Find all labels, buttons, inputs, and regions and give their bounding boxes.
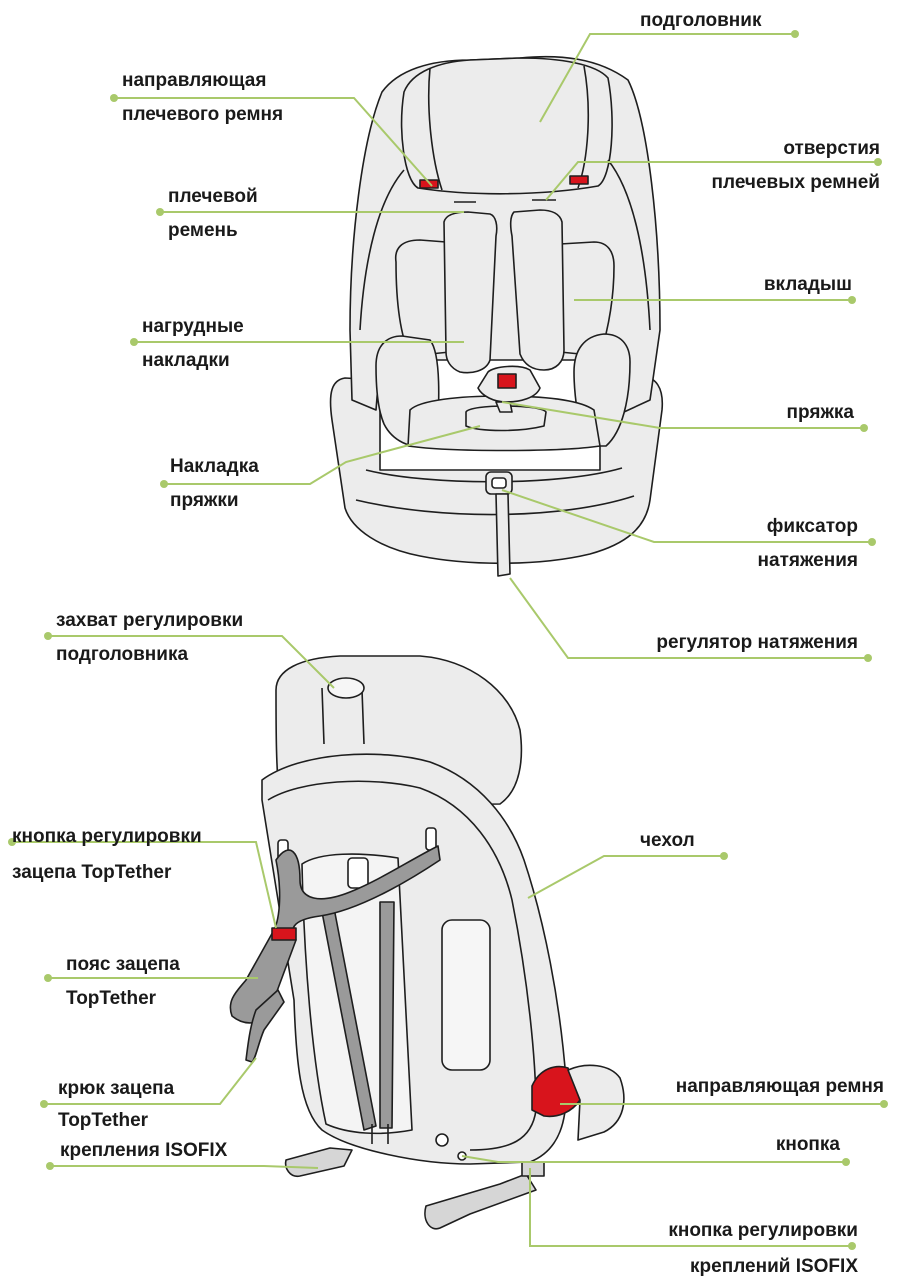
harness-strap-right xyxy=(380,902,394,1128)
label-shoulder-holes-line2: плечевых ремней xyxy=(712,172,880,194)
label-tension-lock-line1: фиксатор xyxy=(767,516,858,538)
label-headrest-grip-line1: захват регулировки xyxy=(56,610,243,632)
front-view-seat xyxy=(331,57,663,576)
label-shoulder-belt-line2: ремень xyxy=(168,220,238,242)
label-tension-lock-line2: натяжения xyxy=(758,550,858,572)
label-toptether-belt-line1: пояс зацепа xyxy=(66,954,180,976)
label-toptether-hook-line2: TopTether xyxy=(58,1110,148,1132)
label-headrest: подголовник xyxy=(640,10,761,32)
label-isofix-button-line1: кнопка регулировки xyxy=(668,1220,858,1242)
label-cover: чехол xyxy=(640,830,695,852)
isofix-left xyxy=(286,1148,352,1176)
label-buckle-pad-line2: пряжки xyxy=(170,490,239,512)
label-chest-pads-line1: нагрудные xyxy=(142,316,244,338)
label-isofix: крепления ISOFIX xyxy=(60,1140,227,1162)
label-toptether-hook-line1: крюк зацепа xyxy=(58,1078,174,1100)
label-shoulder-holes-line1: отверстия xyxy=(783,138,880,160)
tension-strap xyxy=(496,494,510,576)
leader-cover xyxy=(528,856,724,898)
right-shoulder-pad xyxy=(511,210,564,370)
label-insert: вкладыш xyxy=(764,274,852,296)
left-shoulder-pad xyxy=(444,212,497,373)
leader-toptether-button xyxy=(12,842,276,928)
label-belt-guide: направляющая ремня xyxy=(676,1076,884,1098)
label-buckle: пряжка xyxy=(787,402,854,424)
label-toptether-belt-line2: TopTether xyxy=(66,988,156,1010)
isofix-right xyxy=(425,1174,536,1229)
label-buckle-pad-line1: Накладка xyxy=(170,456,259,478)
label-shoulder-guide-line1: направляющая xyxy=(122,70,266,92)
label-tension-adjuster: регулятор натяжения xyxy=(656,632,858,654)
rear-view-seat xyxy=(230,656,623,1229)
label-toptether-button-line1: кнопка регулировки xyxy=(12,826,202,848)
label-button: кнопка xyxy=(776,1134,840,1156)
label-chest-pads-line2: накладки xyxy=(142,350,230,372)
leader-isofix xyxy=(50,1166,318,1168)
label-toptether-button-line2: зацепа TopTether xyxy=(12,862,171,884)
label-isofix-button-line2: креплений ISOFIX xyxy=(690,1256,858,1278)
label-shoulder-belt-line1: плечевой xyxy=(168,186,258,208)
label-headrest-grip-line2: подголовника xyxy=(56,644,188,666)
toptether-button xyxy=(272,928,296,940)
label-shoulder-guide-line2: плечевого ремня xyxy=(122,104,283,126)
isofix-adjust-button xyxy=(522,1162,544,1176)
headrest xyxy=(402,58,612,194)
